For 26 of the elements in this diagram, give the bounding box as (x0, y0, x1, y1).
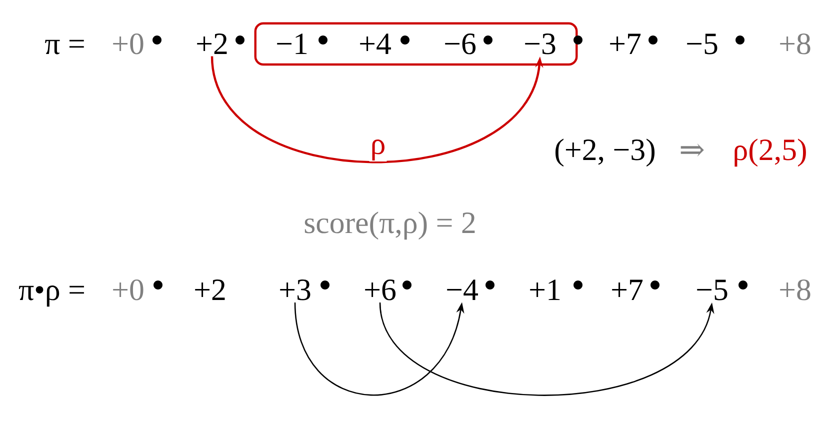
number-label: −3 (525, 34, 556, 54)
text-label: π•ρ = (18, 286, 84, 307)
highlight-box (254, 22, 578, 66)
number-label: +6 (365, 280, 396, 300)
edge-label: ρ (372, 139, 384, 161)
number-label: +4 (360, 34, 391, 54)
number-label: −5 (697, 280, 728, 300)
text-label: ⇒ (680, 144, 704, 156)
number-label: +7 (610, 34, 641, 54)
number-label: +0 (113, 33, 144, 54)
number-label: +0 (113, 279, 144, 300)
text-label: π = (45, 40, 84, 54)
number-label: −4 (447, 280, 478, 300)
number-label: −1 (277, 34, 307, 54)
text-label: (+2, −3) (556, 138, 654, 167)
text-label: ρ(2,5) (734, 138, 806, 167)
number-label: +3 (280, 280, 310, 300)
number-label: +8 (780, 33, 810, 54)
number-label: +2 (195, 280, 225, 300)
number-label: −6 (445, 34, 476, 54)
number-label: +8 (780, 279, 810, 300)
number-label: −5 (687, 34, 718, 54)
number-label: +7 (612, 280, 643, 300)
number-label: +1 (530, 280, 560, 300)
number-label: +2 (197, 34, 227, 54)
text-label: score(π,ρ) = 2 (304, 212, 475, 240)
